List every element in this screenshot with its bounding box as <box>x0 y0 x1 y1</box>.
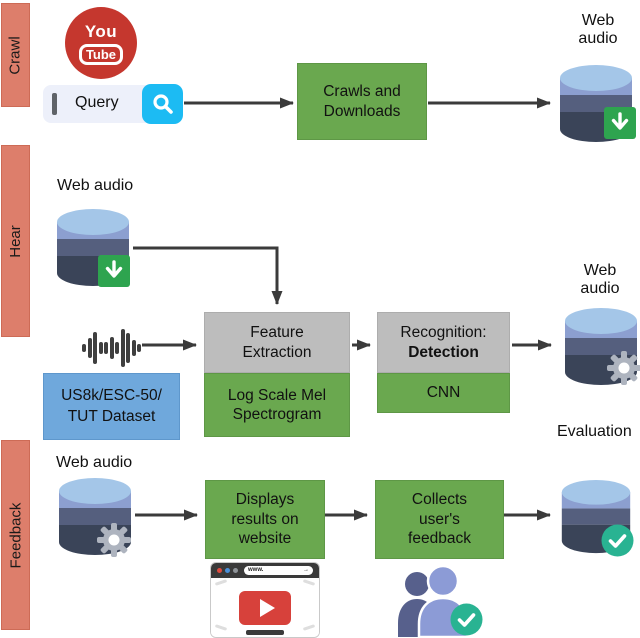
collects-feedback-box: Collects user's feedback <box>375 480 504 559</box>
recognition-box: Recognition: Detection <box>377 312 510 373</box>
verified-badge <box>450 603 483 636</box>
search-button <box>142 84 183 124</box>
stage-label-feedback: Feedback <box>7 502 24 568</box>
recognition-subtitle: Detection <box>408 343 479 361</box>
stage-bar-hear: Hear <box>1 145 30 337</box>
gear-icon <box>607 351 640 385</box>
processing-badge <box>607 351 640 385</box>
text-cursor-icon <box>52 93 57 115</box>
browser-address-text: www. <box>248 567 264 573</box>
web-audio-label-hear-right: Web audio <box>580 262 620 298</box>
youtube-tube-text: Tube <box>78 43 124 65</box>
cnn-box: CNN <box>377 373 510 413</box>
check-circle-icon <box>450 603 483 636</box>
play-triangle-icon <box>259 599 275 617</box>
web-audio-label-hear-left: Web audio <box>57 177 134 194</box>
browser-dot-red-icon <box>217 568 222 573</box>
recognition-title: Recognition: <box>400 324 487 342</box>
browser-body <box>211 578 319 637</box>
decorative-mark <box>302 579 316 586</box>
users-icon <box>393 563 483 637</box>
website-browser-icon: www. → <box>210 562 320 638</box>
displays-results-box: Displays results on website <box>205 480 325 559</box>
stage-bar-crawl: Crawl <box>1 3 30 107</box>
download-icon <box>604 107 636 139</box>
feature-extraction-box: Feature Extraction <box>204 312 350 373</box>
stage-label-hear: Hear <box>7 224 25 258</box>
log-mel-spectrogram-box: Log Scale Mel Spectrogram <box>204 373 350 437</box>
browser-address-bar: www. → <box>244 566 313 575</box>
dataset-box: US8k/ESC-50/ TUT Dataset <box>43 373 180 440</box>
download-badge <box>98 255 130 287</box>
stage-bar-feedback: Feedback <box>1 440 30 630</box>
browser-bottom-bar <box>246 630 284 635</box>
download-icon <box>98 255 130 287</box>
web-audio-db-feedback <box>57 477 133 557</box>
web-audio-db-hear-left <box>55 208 131 288</box>
crawls-downloads-box: Crawls and Downloads <box>297 63 427 140</box>
arrow-webaudio-to-feature <box>133 246 283 305</box>
youtube-logo-icon: You Tube <box>65 7 137 79</box>
web-audio-db-evaluated <box>558 479 634 557</box>
people-icon <box>398 564 469 637</box>
gear-icon <box>97 523 131 557</box>
web-audio-db-crawl <box>558 64 636 144</box>
decorative-mark <box>214 624 228 631</box>
verified-badge <box>601 524 634 557</box>
evaluation-label: Evaluation <box>557 423 632 440</box>
web-audio-db-hear-right <box>563 307 640 387</box>
browser-titlebar: www. → <box>211 563 319 578</box>
check-circle-icon <box>601 524 634 557</box>
download-badge <box>604 107 636 139</box>
address-go-icon: → <box>303 567 309 573</box>
youtube-you-text: You <box>84 21 118 41</box>
audio-waveform-icon <box>82 327 141 369</box>
browser-dot-gray-icon <box>233 568 238 573</box>
decorative-mark <box>302 624 316 631</box>
processing-badge <box>97 523 131 557</box>
decorative-mark <box>214 579 228 586</box>
query-value: Query <box>75 94 119 111</box>
web-audio-label-feedback: Web audio <box>56 454 133 471</box>
search-icon <box>152 94 173 114</box>
browser-dot-blue-icon <box>225 568 230 573</box>
stage-label-crawl: Crawl <box>7 35 24 75</box>
youtube-play-button-icon <box>239 591 291 625</box>
web-audio-label-crawl: Web audio <box>578 12 618 48</box>
